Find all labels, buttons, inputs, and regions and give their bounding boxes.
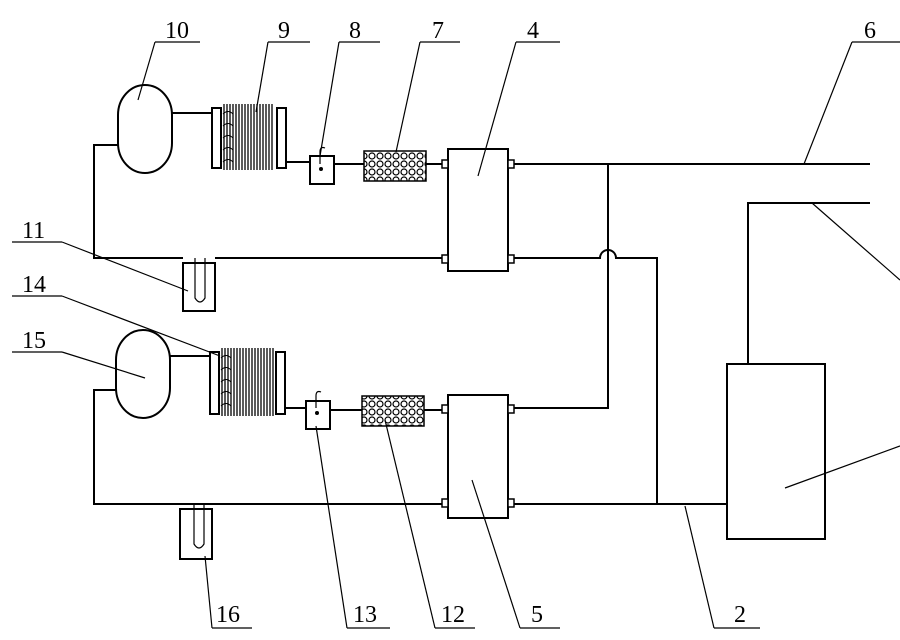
coil-bend [222,147,234,151]
upper-loop-pipe [93,144,183,259]
pipe-box-riser [747,202,870,364]
trap-16 [179,504,213,560]
leader-lines [12,41,900,629]
port [441,498,449,508]
valve-8 [309,146,335,185]
filter-12 [361,395,425,427]
filter-7 [363,150,427,182]
unit-box [726,363,826,540]
label-10: 10 [165,18,189,44]
port [507,404,515,414]
tank-10 [117,84,173,174]
coil-bend [220,391,232,395]
coil-bend [220,379,232,383]
coil-bend [222,123,234,127]
label-13: 13 [353,602,377,628]
condenser-9 [211,104,287,170]
label-12: 12 [441,602,465,628]
port [441,159,449,169]
heat-exchanger-5 [447,394,509,519]
port [507,498,515,508]
coil-bend [222,111,234,115]
label-6: 6 [864,18,876,44]
label-5: 5 [531,602,543,628]
tank-15 [115,329,171,419]
valve-13 [305,390,331,430]
condenser-14 [209,348,286,416]
port [507,159,515,169]
coil-bend [222,159,234,163]
heat-exchanger-4 [447,148,509,272]
coil-bend [220,355,232,359]
port [441,254,449,264]
lower-loop-pipe [93,389,446,505]
port [507,254,515,264]
upper-circuit [93,84,515,312]
label-8: 8 [349,18,361,44]
crossover-return-pipe [514,249,658,504]
label-11: 11 [22,218,45,244]
label-16: 16 [216,602,240,628]
label-15: 15 [22,328,46,354]
label-7: 7 [432,18,444,44]
trap-11 [182,258,216,312]
lower-circuit [93,329,515,560]
label-9: 9 [278,18,290,44]
label-14: 14 [22,272,46,298]
port [441,404,449,414]
coil-bend [222,135,234,139]
callout-labels: 10 9 8 7 4 6 11 14 15 16 13 12 5 2 [22,18,876,628]
coil-bend [220,367,232,371]
vertical-riser [514,164,609,409]
label-2: 2 [734,602,746,628]
coil-bend [220,403,232,407]
label-4: 4 [527,18,539,44]
main-piping [514,163,870,540]
